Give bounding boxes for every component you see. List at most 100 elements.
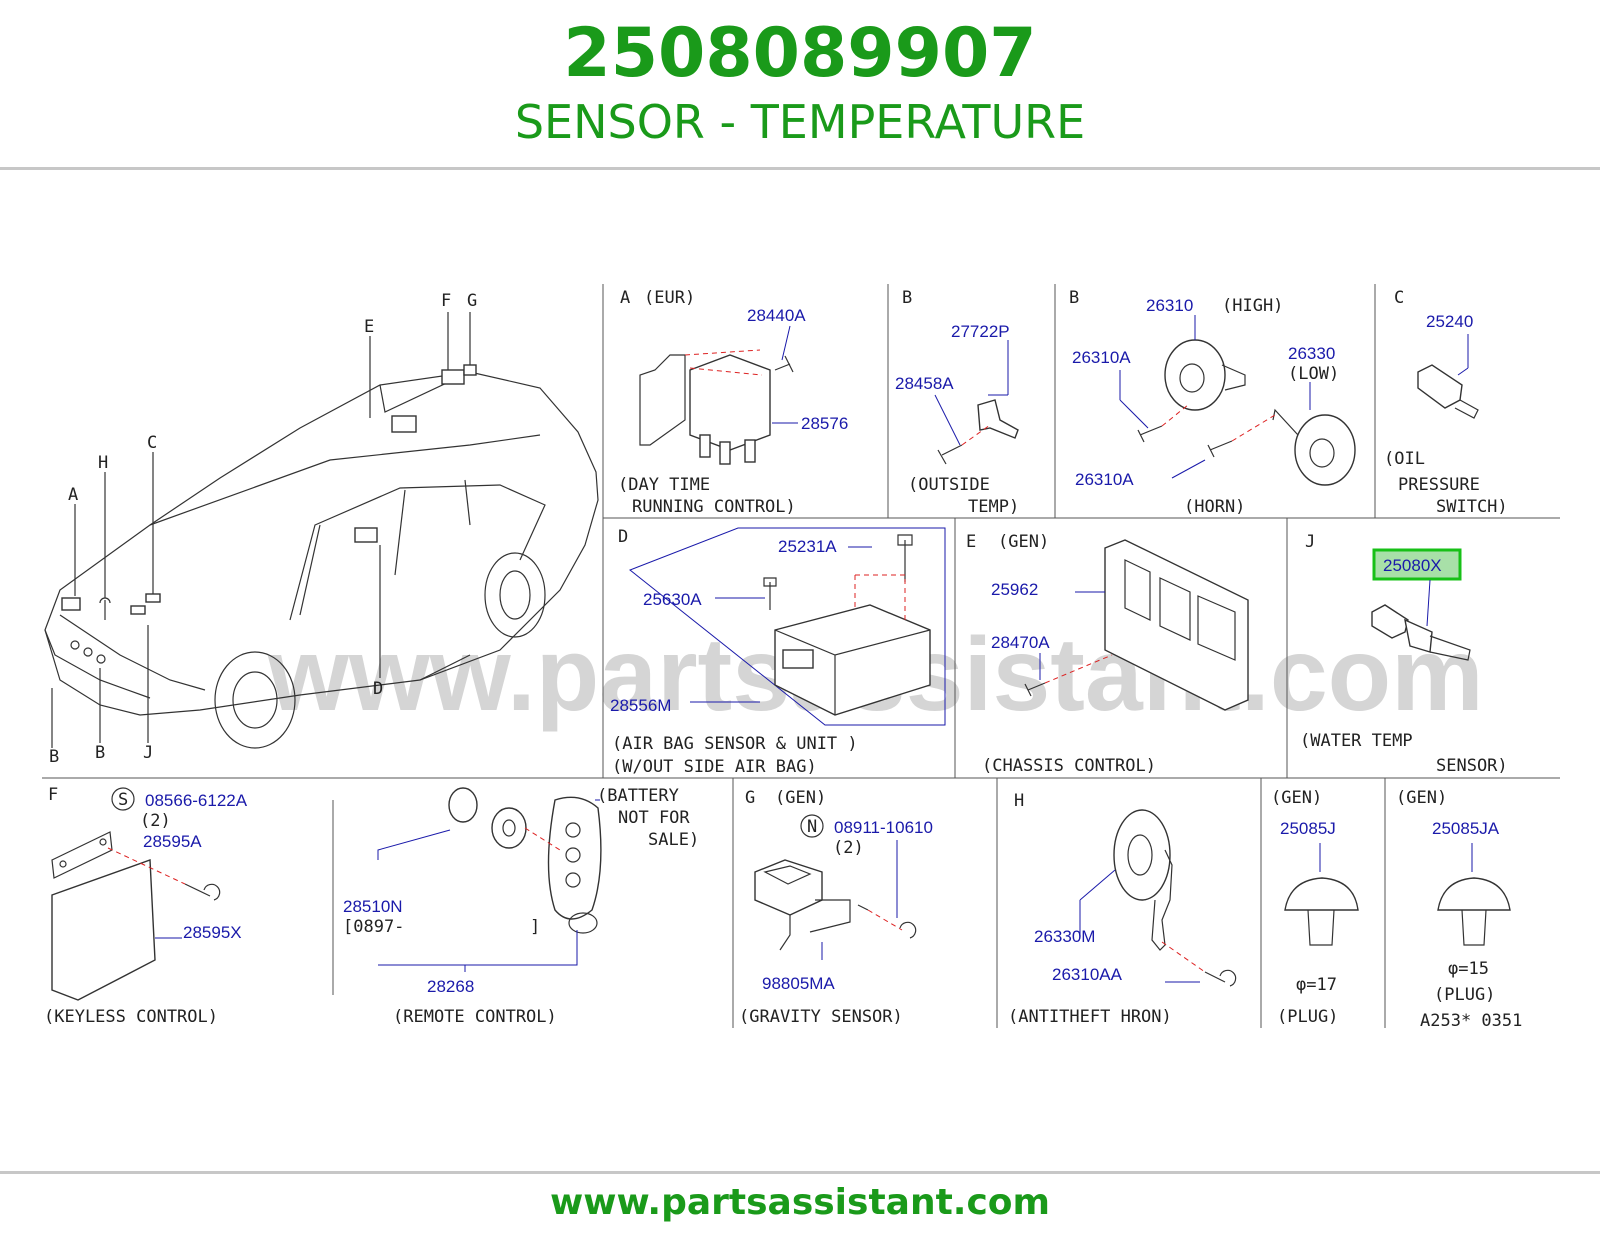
note-line3: SALE)	[648, 830, 699, 850]
panel-plug-15: (GEN) 25085JA φ=15 (PLUG) A253* 0351	[1396, 788, 1522, 1031]
panel-caption: (GRAVITY SENSOR)	[739, 1007, 903, 1027]
part-title: SENSOR - TEMPERATURE	[514, 95, 1086, 149]
panel-letter: D	[618, 527, 628, 547]
panel-letter: C	[1394, 288, 1404, 308]
car-letter-f: F	[441, 291, 451, 311]
panel-h-antitheft-horn: H 26330M 26310AA (ANTITHEFT HRON)	[1008, 791, 1237, 1027]
panel-b-outside-temp: B 27722P 28458A (OUTSIDE TEMP)	[895, 288, 1019, 517]
panel-plug-17: (GEN) 25085J φ=17 (PLUG)	[1271, 788, 1359, 1027]
qty: (2)	[833, 838, 864, 858]
panel-letter: H	[1014, 791, 1024, 811]
part-25962[interactable]: 25962	[991, 580, 1038, 599]
panel-caption-line1: (OUTSIDE	[908, 475, 990, 495]
panel-caption: (REMOTE CONTROL)	[393, 1007, 557, 1027]
part-28556M[interactable]: 28556M	[610, 696, 671, 715]
qty: (2)	[140, 811, 171, 831]
panel-e-chassis-control: E (GEN) 25962 28470A (CHASSIS CONTROL)	[966, 532, 1249, 776]
panel-j-water-temp: J 25080X (WATER TEMP SENSOR)	[1300, 532, 1508, 776]
part-26310[interactable]: 26310	[1146, 296, 1193, 315]
panel-caption-line2: TEMP)	[968, 497, 1019, 517]
note-line1: (BATTERY	[597, 786, 679, 806]
panel-region: (GEN)	[998, 532, 1049, 552]
car-illustration: A H C E F G B B J D	[44, 291, 599, 767]
panel-letter: B	[1069, 288, 1079, 308]
panel-caption-line1: (DAY TIME	[618, 475, 710, 495]
part-28595A[interactable]: 28595A	[143, 832, 202, 851]
note-line2: NOT FOR	[618, 808, 690, 828]
part-28440A[interactable]: 28440A	[747, 306, 806, 325]
part-28510N[interactable]: 28510N	[343, 897, 403, 916]
part-28595X[interactable]: 28595X	[183, 923, 242, 942]
part-26330[interactable]: 26330	[1288, 344, 1335, 363]
panel-caption-line3: SWITCH)	[1436, 497, 1508, 517]
panel-letter: A	[620, 288, 630, 308]
part-25085JA[interactable]: 25085JA	[1432, 819, 1500, 838]
panel-caption: (PLUG)	[1277, 1007, 1338, 1027]
panel-letter: J	[1305, 532, 1315, 552]
panel-d-air-bag: D 25231A 25630A 28556M (AIR BAG SENSOR &…	[610, 527, 946, 777]
part-28470A[interactable]: 28470A	[991, 633, 1050, 652]
panel-separators	[42, 284, 1560, 1028]
header-divider	[0, 167, 1600, 170]
symbol-n: N	[807, 817, 817, 837]
part-08911-10610[interactable]: 08911-10610	[834, 818, 933, 837]
part-98805MA[interactable]: 98805MA	[762, 974, 835, 993]
panel-region: (GEN)	[775, 788, 826, 808]
panel-caption-line2: PRESSURE	[1398, 475, 1480, 495]
car-letter-h: H	[98, 453, 108, 473]
part-28576[interactable]: 28576	[801, 414, 848, 433]
panel-caption-line1: (WATER TEMP	[1300, 731, 1413, 751]
panel-c-oil-pressure: C 25240 (OIL PRESSURE SWITCH)	[1384, 288, 1508, 517]
part-25231A[interactable]: 25231A	[778, 537, 837, 556]
note-high: (HIGH)	[1222, 296, 1283, 316]
part-25080X[interactable]: 25080X	[1383, 556, 1442, 575]
panel-letter: E	[966, 532, 976, 552]
panel-caption: (HORN)	[1184, 497, 1245, 517]
panel-letter: B	[902, 288, 912, 308]
plug-size: φ=15	[1448, 959, 1489, 979]
panel-a-day-time-running: A (EUR) 28440A 28576 (DAY TIME RUNNING C…	[618, 288, 848, 517]
car-letter-a: A	[68, 485, 78, 505]
part-26310A-lower[interactable]: 26310A	[1075, 470, 1134, 489]
part-28458A[interactable]: 28458A	[895, 374, 954, 393]
panel-b-horn: B 26310 (HIGH) 26310A 26330 (LOW) 26310A…	[1069, 288, 1356, 517]
part-26310AA[interactable]: 26310AA	[1052, 965, 1123, 984]
part-28268[interactable]: 28268	[427, 977, 474, 996]
part-25240[interactable]: 25240	[1426, 312, 1473, 331]
car-letter-c: C	[147, 433, 157, 453]
footer-site-url[interactable]: www.partsassistant.com	[549, 1182, 1051, 1223]
note-low: (LOW)	[1288, 364, 1339, 384]
parts-diagram: www.partsassistant.com	[42, 284, 1560, 1031]
car-letter-g: G	[467, 291, 477, 311]
panel-region: (EUR)	[644, 288, 695, 308]
part-number: 2508089907	[563, 14, 1037, 93]
panel-region: (GEN)	[1271, 788, 1322, 808]
part-26330M[interactable]: 26330M	[1034, 927, 1095, 946]
panel-remote-control: 28510N [0897- ] 28268 (BATTERY NOT FOR S…	[343, 786, 699, 1027]
panel-caption: (CHASSIS CONTROL)	[982, 756, 1156, 776]
panel-letter: G	[745, 788, 755, 808]
panel-caption-line2: RUNNING CONTROL)	[632, 497, 796, 517]
highlight-box	[1372, 548, 1462, 581]
car-letter-b1: B	[49, 747, 59, 767]
panel-caption-line2: SENSOR)	[1436, 756, 1508, 776]
panel-g-gravity-sensor: G (GEN) N 08911-10610 (2) 98805MA (GRAVI…	[739, 788, 933, 1027]
panel-caption: (KEYLESS CONTROL)	[44, 1007, 218, 1027]
range-start: [0897-	[343, 917, 404, 937]
part-26310A-upper[interactable]: 26310A	[1072, 348, 1131, 367]
range-end: ]	[530, 917, 540, 937]
part-25085J[interactable]: 25085J	[1280, 819, 1336, 838]
panel-region: (GEN)	[1396, 788, 1447, 808]
panel-caption-line1: (AIR BAG SENSOR & UNIT )	[612, 734, 858, 754]
part-25630A[interactable]: 25630A	[643, 590, 702, 609]
car-letter-j: J	[143, 743, 153, 763]
diagram-code: A253* 0351	[1420, 1011, 1522, 1031]
symbol-s: S	[118, 790, 128, 810]
car-letter-b2: B	[95, 743, 105, 763]
plug-size: φ=17	[1296, 975, 1337, 995]
part-08566-6122A[interactable]: 08566-6122A	[145, 791, 248, 810]
panel-letter: F	[48, 785, 58, 805]
car-letter-d: D	[373, 679, 383, 699]
panel-caption: (PLUG)	[1434, 985, 1495, 1005]
part-27722P[interactable]: 27722P	[951, 322, 1010, 341]
